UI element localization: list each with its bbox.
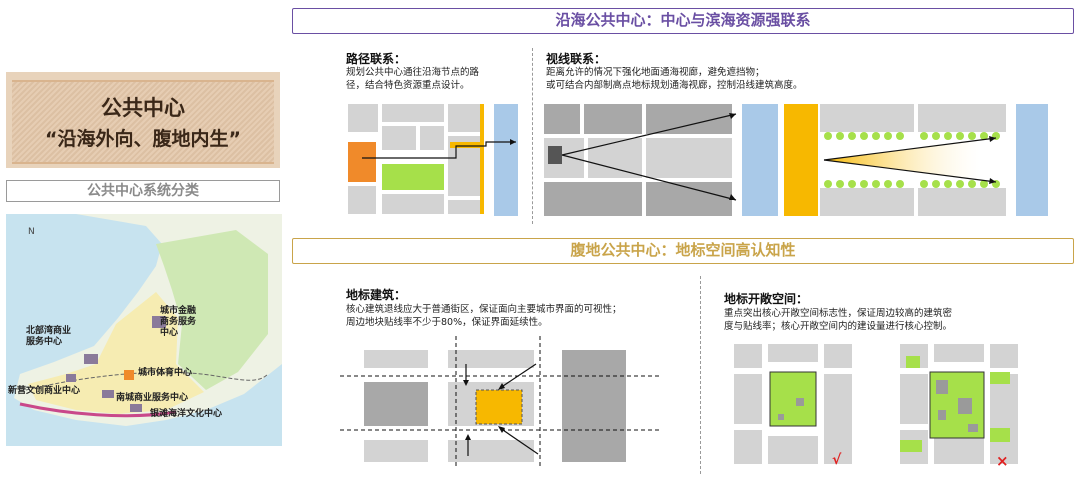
banner-subtitle: “沿海外向、腹地内生” — [45, 128, 241, 150]
zone-yintan — [130, 404, 142, 412]
open-space-title: 地标开敞空间： — [724, 292, 809, 306]
path-green-space — [382, 164, 444, 190]
view-tower — [548, 146, 562, 164]
view-title: 视线联系： — [546, 52, 607, 66]
divider-top — [532, 48, 533, 224]
tree-row-bottom — [824, 180, 1000, 188]
class-label: 公共中心系统分类 — [6, 180, 280, 202]
map-label-south: 南城商业服务中心 — [116, 393, 189, 403]
cross-icon: × — [996, 452, 1009, 470]
view-landmark-strip — [784, 104, 818, 216]
city-map: N — [6, 214, 282, 446]
landmark-text-1: 核心建筑退线应大于普通街区，保证面向主要城市界面的可视性； — [346, 304, 622, 315]
landmark-title: 地标建筑： — [346, 288, 407, 302]
zone-finance — [152, 316, 166, 328]
path-text-2: 径，结合特色资源重点设计。 — [346, 80, 470, 91]
view-text-2: 或可结合内部制高点地标规划通海视廊，控制沿线建筑高度。 — [546, 80, 803, 91]
zone-south — [102, 390, 114, 398]
map-label-yintan: 银滩海洋文化中心 — [150, 409, 223, 419]
coastal-header: 沿海公共中心：中心与滨海资源强联系 — [292, 8, 1074, 34]
landmark-building-diagram — [340, 336, 660, 466]
view-corridor-diagram-1 — [544, 104, 778, 216]
path-text-1: 规划公共中心通往沿海节点的路 — [346, 67, 480, 78]
coast-strip — [19, 402, 177, 418]
path-diagram — [348, 104, 518, 216]
boundary-line — [25, 371, 269, 391]
path-yellow-edge — [480, 104, 484, 214]
tree-row-top — [824, 132, 1000, 140]
path-center-block — [348, 142, 376, 182]
divider-bottom — [700, 276, 701, 474]
path-sea — [494, 104, 518, 216]
map-label-north-bay: 北部湾商业服务中心 — [26, 326, 72, 347]
path-route — [362, 141, 516, 159]
title-banner — [12, 80, 274, 164]
north-arrow-icon: N — [28, 227, 35, 237]
view-sea-1 — [742, 104, 778, 216]
view-corridor-diagram-2 — [784, 104, 1048, 216]
map-label-finance: 城市金融商务服务中心 — [160, 306, 197, 338]
map-label-xinying: 新营文创商业中心 — [8, 386, 81, 396]
check-icon: √ — [832, 452, 842, 468]
zone-xinying — [66, 374, 76, 382]
path-title: 路径联系： — [346, 52, 407, 66]
green-zone — [156, 230, 268, 390]
open-space-text-2: 度与贴线率；核心开敞空间内的建设量进行核心控制。 — [724, 321, 953, 332]
open-space-diagram-good — [734, 344, 852, 464]
landmark-core-building — [475, 389, 523, 425]
banner-title: 公共中心 — [101, 96, 185, 120]
landmark-text-2: 周边地块贴线率不少于80%，保证界面延续性。 — [346, 317, 548, 328]
zone-sports — [124, 370, 134, 380]
open-space-diagram-bad — [900, 344, 1018, 464]
open-space-text-1: 重点突出核心开敞空间标志性，保证周边较高的建筑密 — [724, 308, 953, 319]
open-space-core-good — [769, 371, 817, 427]
map-label-sports: 城市体育中心 — [138, 368, 193, 378]
view-cone — [824, 140, 980, 180]
inland-header: 腹地公共中心：地标空间高认知性 — [292, 238, 1074, 264]
view-sea-2 — [1016, 104, 1048, 216]
view-text-1: 距离允许的情况下强化地面通海视廊，避免遮挡物； — [546, 67, 765, 78]
zone-north-bay — [84, 354, 98, 364]
